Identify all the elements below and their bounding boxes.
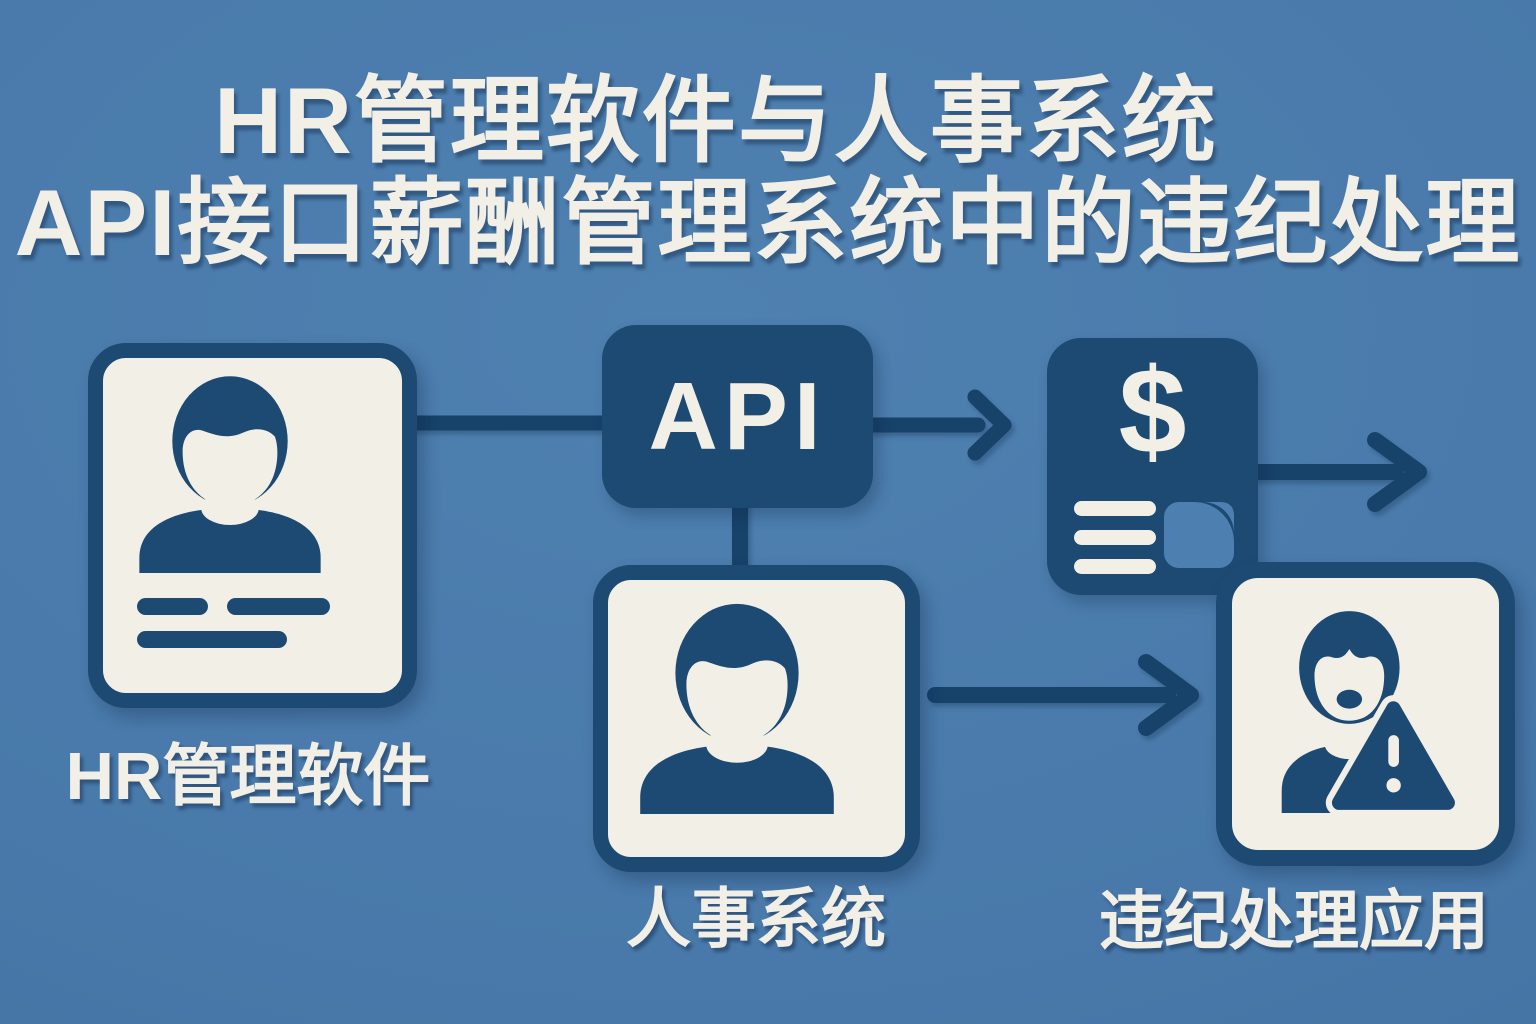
title-line-1: HR管理软件与人事系统: [214, 68, 1218, 173]
person-badge-icon: [139, 376, 321, 573]
title-line-2: API接口薪酬管理系统中的违纪处理: [14, 170, 1522, 275]
hr-software-label: HR管理软件: [65, 739, 431, 814]
discipline-app-label: 违纪处理应用: [1098, 884, 1490, 957]
invoice-text-line: [1074, 530, 1156, 545]
invoice-text-line: [1074, 559, 1156, 574]
invoice-text-line: [1074, 501, 1156, 516]
person-warning-icon: [1281, 611, 1458, 813]
pie-chart-icon: [1164, 502, 1234, 568]
title-block: HR管理软件与人事系统 API接口薪酬管理系统中的违纪处理: [0, 70, 1536, 274]
arrow-personnel-to-discipline: [927, 654, 1199, 736]
personnel-system-label: 人事系统: [625, 882, 887, 955]
api-node: API: [602, 325, 873, 508]
arrow-api-to-payroll: [865, 389, 1012, 461]
arrow-payroll-out: [1249, 432, 1427, 512]
dollar-sign: $: [1118, 343, 1187, 479]
badge-text-line: [227, 598, 330, 615]
badge-text-line: [137, 598, 208, 615]
warning-triangle-icon: [1325, 695, 1458, 813]
person-icon: [640, 603, 834, 814]
badge-text-line: [137, 631, 287, 648]
api-label: API: [648, 362, 827, 470]
